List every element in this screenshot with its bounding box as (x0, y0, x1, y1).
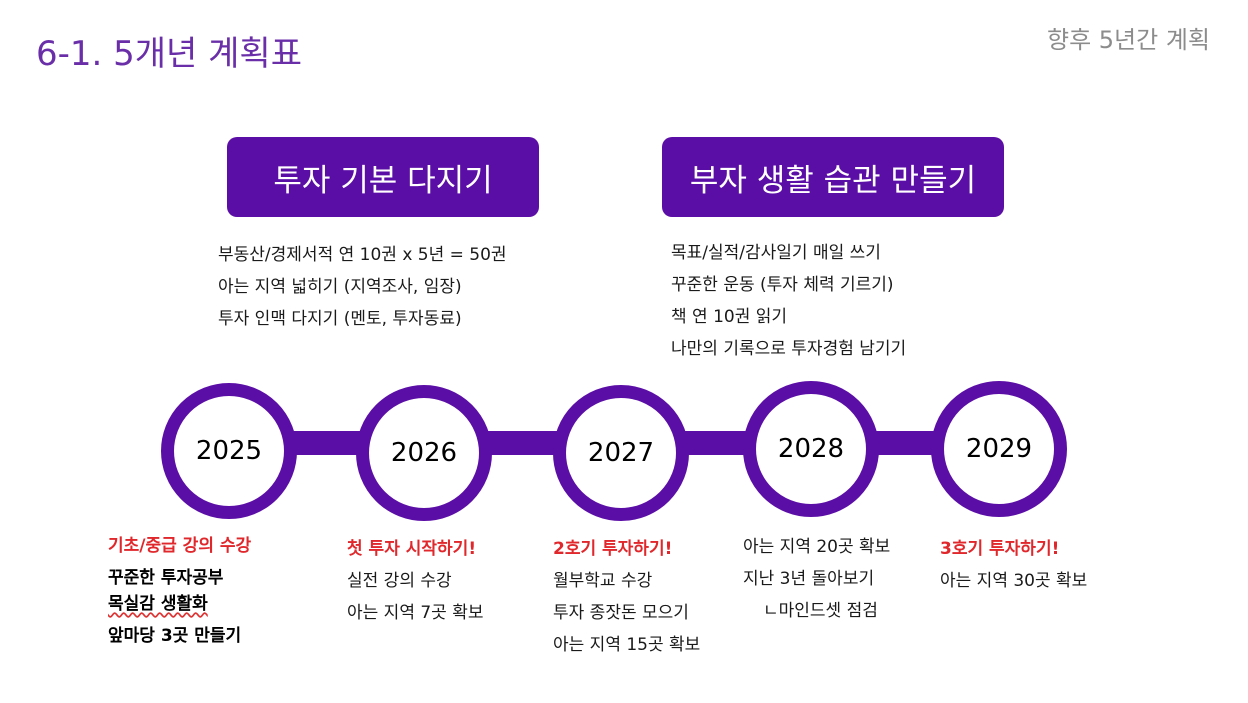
note-line: 지난 3년 돌아보기 (743, 569, 875, 589)
year-circle-2026: 2026 (356, 385, 492, 521)
note-line: 꾸준한 투자공부 (108, 568, 224, 588)
note-line: 아는 지역 7곳 확보 (347, 603, 484, 623)
notes-2028: 아는 지역 20곳 확보 지난 3년 돌아보기 ㄴ마인드셋 점검 (743, 531, 890, 627)
notes-2027: 2호기 투자하기! 월부학교 수강 투자 종잣돈 모으기 아는 지역 15곳 확… (553, 533, 700, 661)
basics-list: 부동산/경제서적 연 10권 x 5년 = 50권 아는 지역 넓히기 (지역조… (218, 239, 507, 335)
note-line: 아는 지역 20곳 확보 (743, 537, 891, 557)
banner-basics: 투자 기본 다지기 (227, 137, 539, 217)
note-heading: 첫 투자 시작하기! (347, 539, 477, 559)
list-item: 투자 인맥 다지기 (멘토, 투자동료) (218, 309, 462, 329)
page-title: 6-1. 5개년 계획표 (36, 34, 302, 74)
year-circle-2025: 2025 (161, 383, 297, 519)
page-subtitle: 향후 5년간 계획 (1046, 26, 1210, 54)
year-circle-2029: 2029 (931, 381, 1067, 517)
banner-habits: 부자 생활 습관 만들기 (662, 137, 1004, 217)
list-item: 아는 지역 넓히기 (지역조사, 임장) (218, 277, 462, 297)
notes-2029: 3호기 투자하기! 아는 지역 30곳 확보 (940, 533, 1087, 597)
note-line: ㄴ마인드셋 점검 (763, 601, 878, 621)
habits-list: 목표/실적/감사일기 매일 쓰기 꾸준한 운동 (투자 체력 기르기) 책 연 … (671, 237, 906, 365)
note-heading: 2호기 투자하기! (553, 539, 673, 559)
notes-2026: 첫 투자 시작하기! 실전 강의 수강 아는 지역 7곳 확보 (347, 533, 484, 629)
note-line: 앞마당 3곳 만들기 (108, 626, 242, 646)
note-line: 아는 지역 15곳 확보 (553, 635, 701, 655)
note-line: 월부학교 수강 (553, 571, 653, 591)
note-heading: 기초/중급 강의 수강 (108, 536, 252, 556)
note-line: 아는 지역 30곳 확보 (940, 571, 1088, 591)
year-circle-2028: 2028 (743, 381, 879, 517)
note-heading: 3호기 투자하기! (940, 539, 1060, 559)
year-circle-2027: 2027 (553, 385, 689, 521)
note-line: 실전 강의 수강 (347, 571, 452, 591)
note-line: 투자 종잣돈 모으기 (553, 603, 689, 623)
list-item: 책 연 10권 읽기 (671, 307, 788, 327)
list-item: 부동산/경제서적 연 10권 x 5년 = 50권 (218, 245, 507, 265)
list-item: 나만의 기록으로 투자경험 남기기 (671, 339, 907, 359)
notes-2025: 기초/중급 강의 수강 꾸준한 투자공부 목실감 생활화 앞마당 3곳 만들기 (108, 533, 251, 649)
list-item: 목표/실적/감사일기 매일 쓰기 (671, 243, 881, 263)
list-item: 꾸준한 운동 (투자 체력 기르기) (671, 275, 894, 295)
note-line: 목실감 생활화 (108, 594, 208, 614)
